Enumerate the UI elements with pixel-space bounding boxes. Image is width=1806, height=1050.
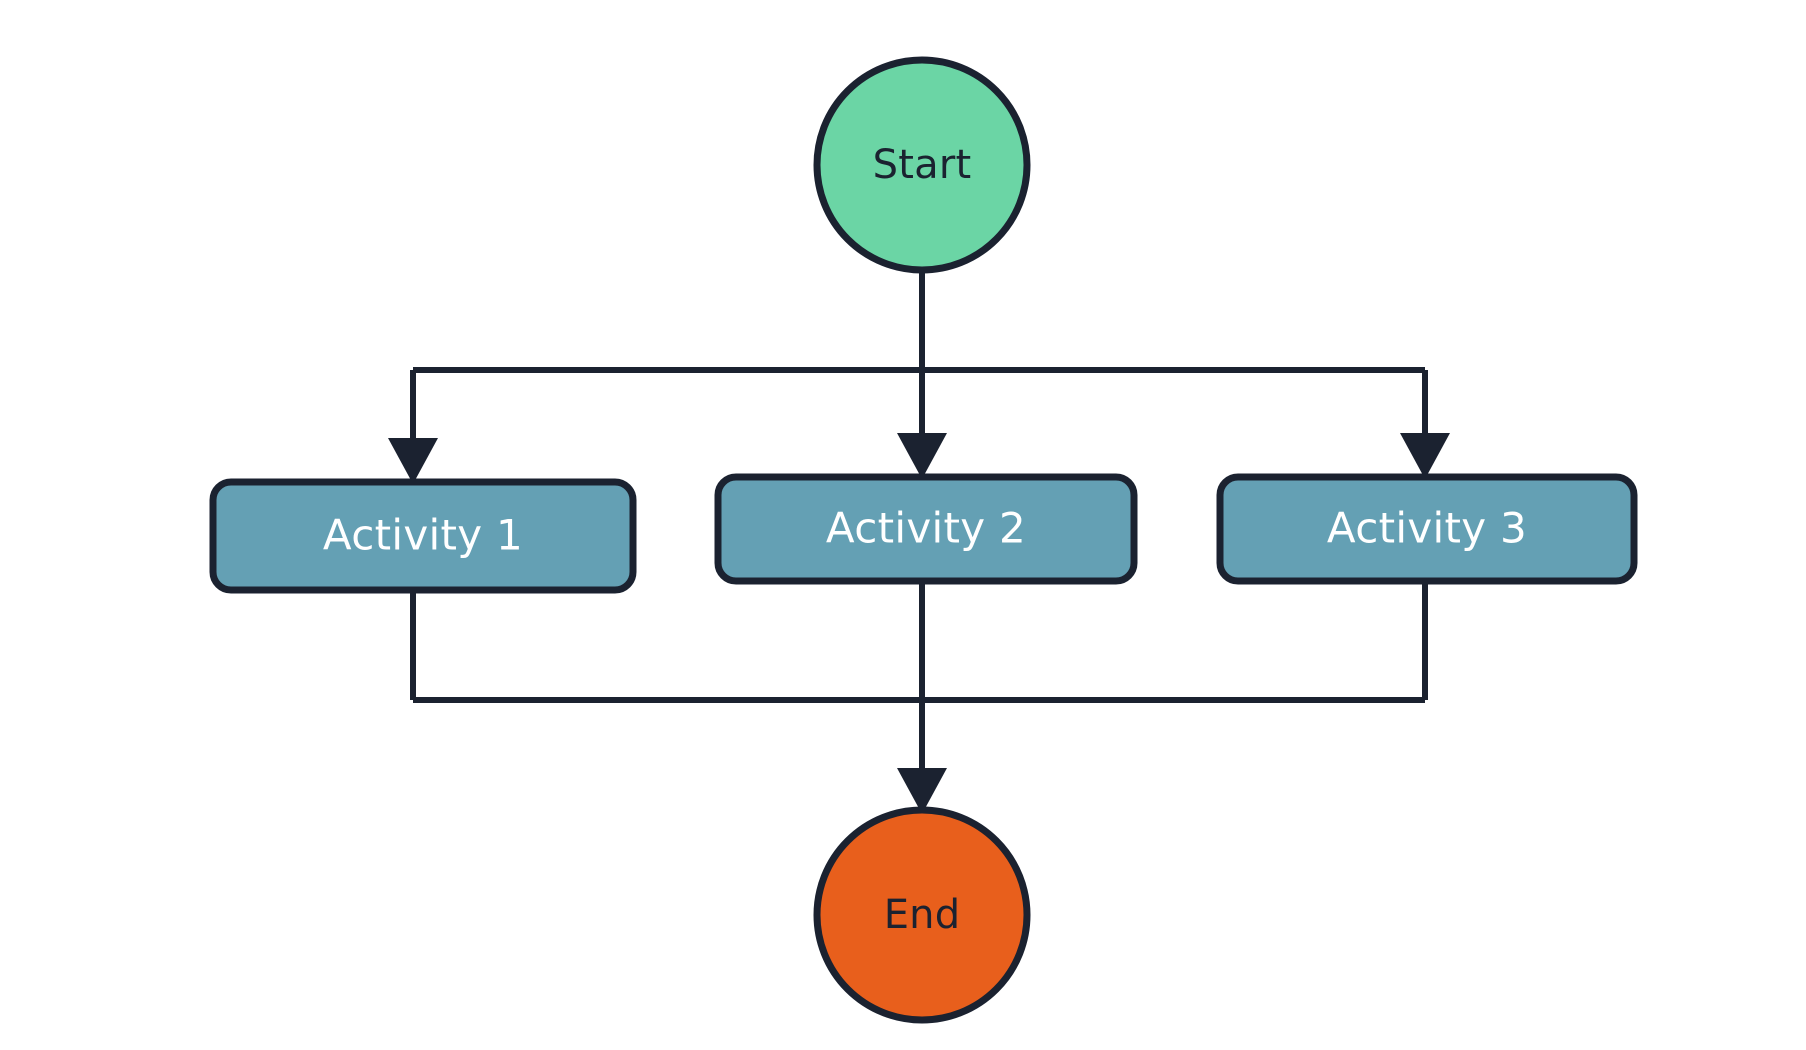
activity1-rect-shape	[209, 478, 637, 594]
end-label: End	[884, 892, 961, 938]
node-start[interactable]: Start	[813, 56, 1031, 274]
activity1-label: Activity 1	[323, 511, 523, 560]
end-circle-shape	[813, 806, 1031, 1024]
connector-layer	[410, 270, 1428, 772]
arrowhead-to-activity2	[897, 433, 947, 479]
node-activity1[interactable]: Activity 1	[209, 478, 637, 594]
start-circle-shape	[813, 56, 1031, 274]
arrowhead-to-end	[897, 768, 947, 814]
activity2-rect-shape	[714, 473, 1138, 585]
node-end[interactable]: End	[813, 806, 1031, 1024]
activity3-rect-shape	[1216, 473, 1638, 585]
arrowhead-layer	[388, 433, 1450, 814]
activity3-label: Activity 3	[1327, 504, 1527, 553]
start-label: Start	[873, 142, 972, 188]
activity2-label: Activity 2	[826, 504, 1026, 553]
node-activity3[interactable]: Activity 3	[1216, 473, 1638, 585]
arrowhead-to-activity1	[388, 438, 438, 484]
node-activity2[interactable]: Activity 2	[714, 473, 1138, 585]
arrowhead-to-activity3	[1400, 433, 1450, 479]
